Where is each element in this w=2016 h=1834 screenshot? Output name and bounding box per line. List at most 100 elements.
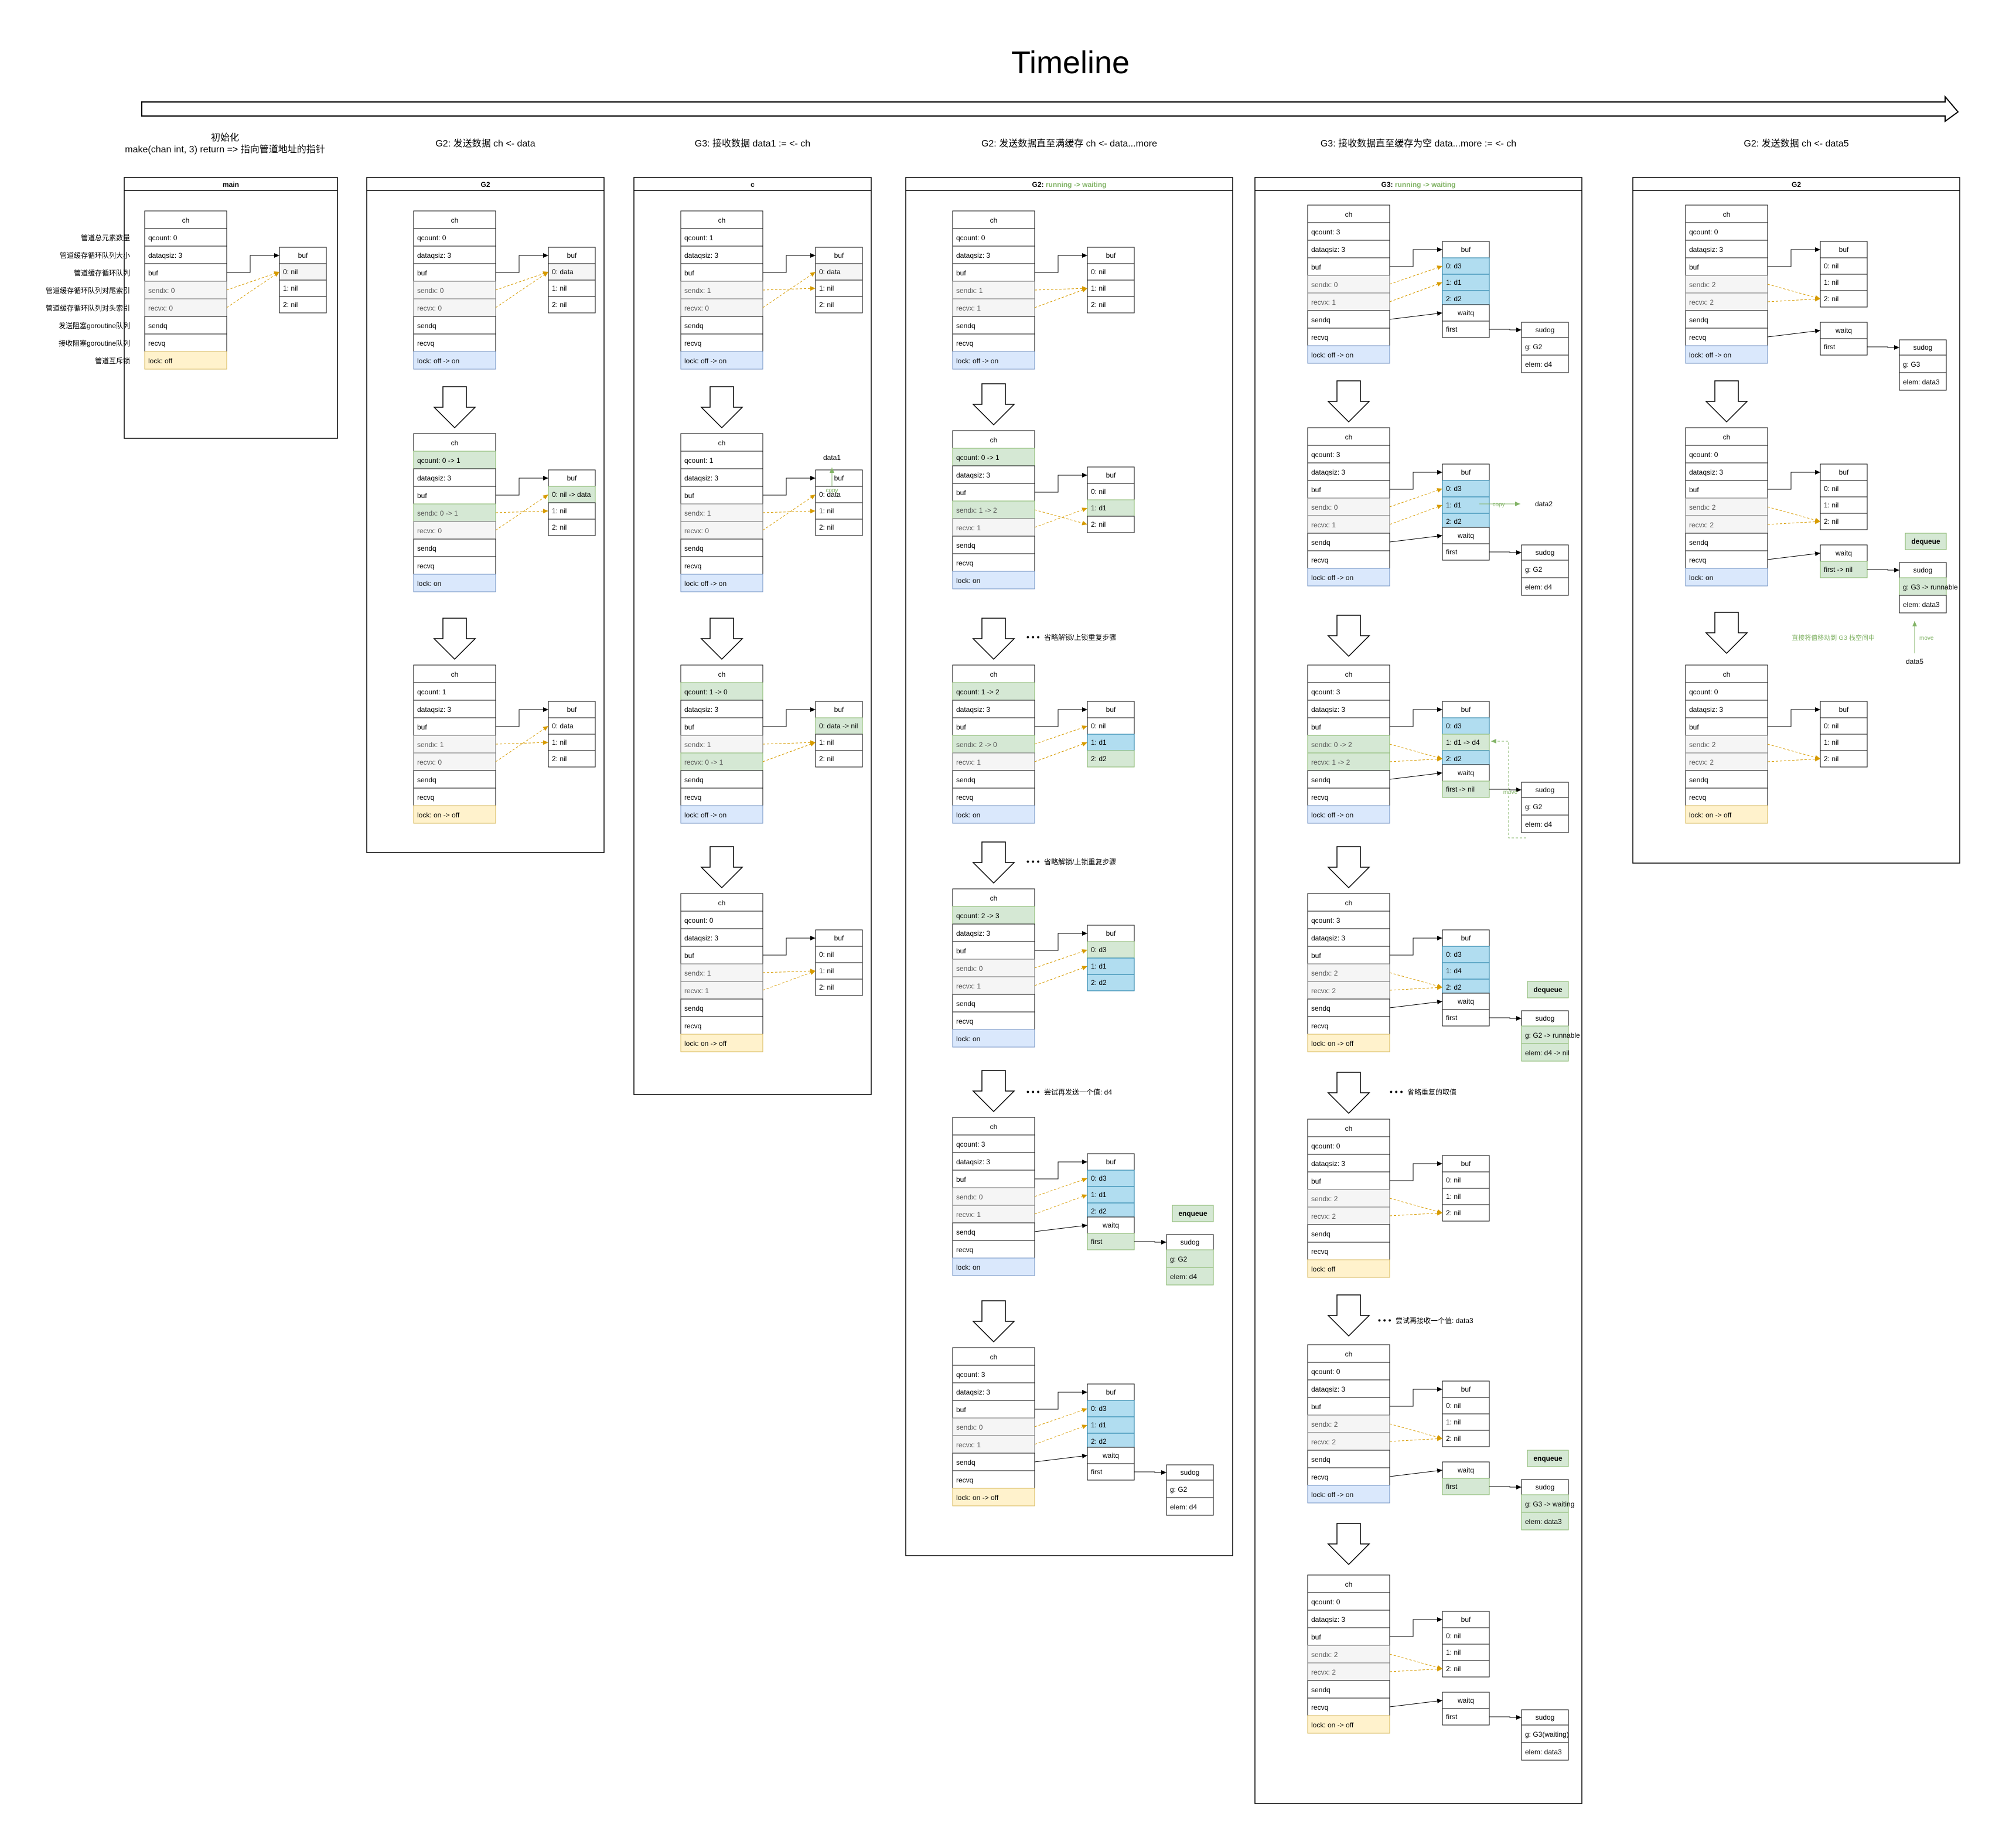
buf-header xyxy=(1087,1153,1135,1171)
ch-field-text: buf xyxy=(1311,263,1321,271)
ch-field xyxy=(952,1453,1035,1471)
ch-field xyxy=(144,298,227,317)
ch-title: ch xyxy=(1345,210,1353,219)
ch-field-text: recvq xyxy=(1311,1247,1328,1256)
ch-header xyxy=(1307,1119,1390,1137)
ch-field xyxy=(952,228,1035,247)
ch-field xyxy=(952,1240,1035,1259)
buf-title: buf xyxy=(1461,468,1471,476)
column-header: G2: 发送数据直至满缓存 ch <- data...more xyxy=(981,138,1157,149)
buf-cell-text: 1: nil xyxy=(552,507,567,515)
ch-field xyxy=(952,1488,1035,1506)
waitq-first xyxy=(1442,543,1490,561)
ch-field xyxy=(1307,257,1390,276)
ch-title: ch xyxy=(718,899,726,907)
waitq-first-text: first xyxy=(1446,325,1458,333)
sudog-field xyxy=(1166,1267,1214,1286)
frame-2 xyxy=(633,177,872,1095)
down-arrow xyxy=(700,618,743,660)
sendx-arrow xyxy=(1389,972,1443,988)
ch-header xyxy=(1685,664,1768,683)
ch-field xyxy=(680,770,763,789)
ch-title: ch xyxy=(990,436,998,444)
buf-pointer xyxy=(1390,1387,1442,1407)
buf-pointer xyxy=(1390,470,1442,490)
ch-field-text: lock: on -> off xyxy=(1311,1721,1354,1729)
ch-field-text: qcount: 1 xyxy=(684,456,714,465)
buf-title: buf xyxy=(834,251,844,260)
ch-field xyxy=(1685,788,1768,806)
waitq-header xyxy=(1087,1216,1135,1234)
frame-0 xyxy=(124,177,338,439)
ch-field-text: qcount: 0 xyxy=(956,234,985,242)
waitq-pointer xyxy=(1389,534,1443,543)
ch-field xyxy=(1307,1645,1390,1663)
ch-field-text: sendx: 0 xyxy=(956,964,983,973)
recvx-arrow xyxy=(762,970,816,991)
ch-field-text: recvx: 0 xyxy=(417,527,442,535)
buf-cell-text: 1: nil xyxy=(819,284,834,292)
sudog-title: sudog xyxy=(1536,1713,1555,1721)
ch-title: ch xyxy=(990,1353,998,1361)
waitq-first-text: first xyxy=(1446,1713,1458,1721)
column-header: make(chan int, 3) return => 指向管道地址的指针 xyxy=(125,144,325,155)
buf-cell-text: 0: nil xyxy=(1091,722,1106,730)
ch-field-text: qcount: 0 xyxy=(684,916,714,925)
sudog-field xyxy=(1521,1043,1569,1062)
buf-cell-text: 2: nil xyxy=(1446,1665,1461,1673)
sendx-arrow xyxy=(1389,744,1443,760)
waitq-first xyxy=(1820,561,1868,578)
sudog-field-text: elem: d4 xyxy=(1525,583,1552,591)
ch-field-text: sendq xyxy=(1311,1230,1331,1238)
buf-cell-text: 2: nil xyxy=(1824,755,1838,763)
ch-field xyxy=(952,1400,1035,1419)
ch-field xyxy=(1307,1680,1390,1699)
buf-title: buf xyxy=(567,705,577,714)
copy-label: copy xyxy=(1492,502,1505,508)
ch-field xyxy=(1685,735,1768,754)
ch-field xyxy=(1307,222,1390,241)
ch-field xyxy=(1307,1697,1390,1716)
buf-cell xyxy=(1820,750,1868,768)
ch-field xyxy=(680,246,763,264)
buf-pointer xyxy=(1035,253,1087,273)
ch-field-text: recvx: 0 xyxy=(684,527,709,535)
waitq-first xyxy=(1442,1009,1490,1027)
ch-header xyxy=(1307,1574,1390,1593)
buf-cell xyxy=(1087,1433,1135,1450)
ch-field xyxy=(680,788,763,806)
ch-field-text: lock: on -> off xyxy=(1689,811,1732,819)
waitq-first xyxy=(1087,1233,1135,1250)
buf-cell xyxy=(1087,1202,1135,1220)
column-header: G2: 发送数据 ch <- data5 xyxy=(1744,138,1848,149)
ch-field-text: recvx: 2 xyxy=(1311,1668,1336,1676)
frame-title: G2: running -> waiting xyxy=(1032,180,1106,189)
buf-header xyxy=(1442,1155,1490,1172)
waitq-first-text: first xyxy=(1091,1468,1103,1476)
enqueue-tag-text: enqueue xyxy=(1178,1209,1207,1218)
ch-field xyxy=(1307,275,1390,294)
buf-cell xyxy=(815,979,863,996)
ch-field xyxy=(1307,928,1390,947)
ch-header xyxy=(680,893,763,912)
buf-cell-text: 0: nil xyxy=(1091,488,1106,496)
buf-pointer xyxy=(1768,247,1820,267)
ch-field xyxy=(1685,717,1768,736)
ch-header xyxy=(680,433,763,452)
buf-cell-text: 0: nil xyxy=(1446,1402,1461,1410)
sendx-arrow xyxy=(1034,949,1088,969)
buf-cell-text: 1: nil xyxy=(1824,501,1838,509)
buf-cell-text: 2: nil xyxy=(819,301,834,309)
buf-cell xyxy=(1442,274,1490,291)
move-label: move xyxy=(1919,635,1934,642)
ch-field-text: buf xyxy=(956,269,966,277)
ch-field-text: qcount: 2 -> 3 xyxy=(956,912,1000,920)
waitq-title: waitq xyxy=(1457,769,1474,777)
sudog-field xyxy=(1521,1512,1569,1530)
ch-field-text: dataqsiz: 3 xyxy=(1311,1385,1345,1393)
buf-cell-text: 2: nil xyxy=(1446,1209,1461,1217)
ch-field-text: sendx: 0 xyxy=(1311,503,1338,512)
ch-field-text: sendx: 0 -> 2 xyxy=(1311,741,1352,749)
sendx-arrow xyxy=(1389,488,1443,507)
